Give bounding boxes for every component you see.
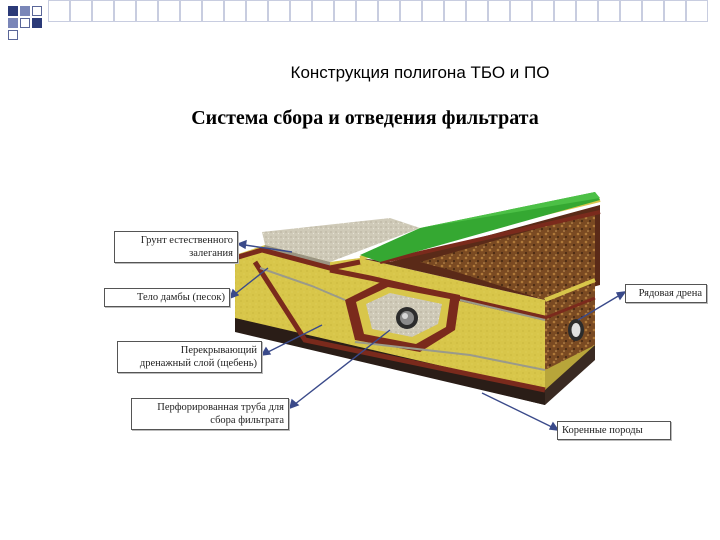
label-row-drain: Рядовая дрена	[625, 284, 707, 303]
label-bedrock: Коренные породы	[557, 421, 671, 440]
label-perforated-pipe: Перфорированная труба для сбора фильтрат…	[131, 398, 289, 430]
label-dam-body: Тело дамбы (песок)	[104, 288, 230, 307]
label-drainage-layer: Перекрывающий дренажный слой (щебень)	[117, 341, 262, 373]
label-natural-soil: Грунт естественного залегания	[114, 231, 238, 263]
